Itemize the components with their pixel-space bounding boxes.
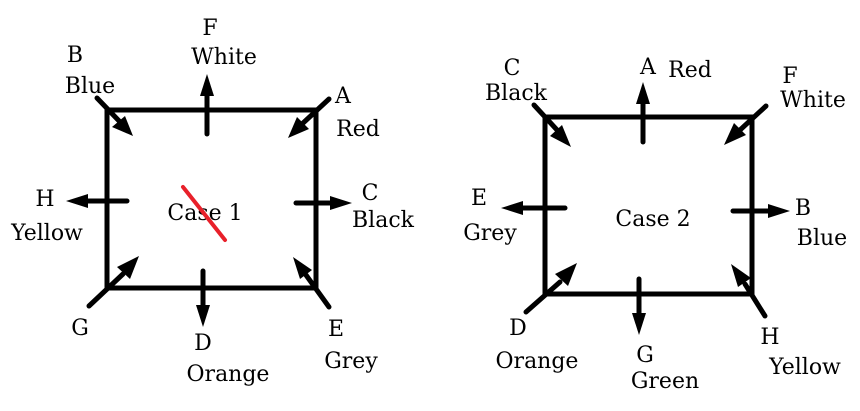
label-color-blue-case-1: Blue — [65, 74, 115, 99]
label-letter-e-case-2: E — [471, 186, 487, 211]
case-2-title: Case 2 — [615, 207, 690, 232]
label-color-grey-case-2: Grey — [463, 221, 517, 246]
case-1-strikethrough — [181, 185, 227, 242]
label-letter-g-case-2: G — [636, 343, 654, 368]
case-2: Case 2 C Black A Red F White E Grey — [463, 55, 847, 394]
arrow-c-case-2 — [531, 102, 571, 147]
label-color-yellow-case-1: Yellow — [10, 221, 83, 246]
label-color-white-case-2: White — [780, 88, 846, 113]
case-1: Case 1 B Blue F White A Red H Yellow — [10, 16, 415, 387]
label-letter-b-case-2: B — [795, 196, 811, 221]
arrow-a-case-1 — [288, 96, 332, 138]
arrow-g-case-1 — [86, 256, 139, 309]
arrow-h-case-1 — [66, 194, 130, 208]
arrow-e-case-2 — [501, 201, 568, 215]
label-letter-d-case-1: D — [194, 331, 212, 356]
arrow-f-case-1 — [200, 74, 214, 137]
label-letter-e-case-1: E — [328, 317, 344, 342]
label-color-green-case-2: Green — [631, 369, 699, 394]
label-letter-b-case-1: B — [67, 43, 83, 68]
label-letter-a-case-1: A — [334, 84, 352, 109]
label-color-white-case-1: White — [191, 45, 257, 70]
arrow-b-case-2 — [730, 204, 790, 218]
arrow-f-case-2 — [724, 103, 769, 145]
label-letter-h-case-2: H — [760, 325, 779, 350]
label-color-grey-case-1: Grey — [324, 349, 378, 374]
label-color-yellow-case-2: Yellow — [768, 355, 841, 380]
label-letter-h-case-1: H — [35, 187, 54, 212]
arrow-c-case-1 — [293, 196, 352, 210]
label-color-black-case-1: Black — [352, 208, 415, 233]
label-color-red-case-2: Red — [668, 58, 712, 83]
label-color-orange-case-2: Orange — [496, 349, 579, 374]
arrow-d-case-2 — [523, 263, 577, 315]
case-1-box — [104, 107, 319, 291]
label-color-black-case-2: Black — [485, 81, 548, 106]
label-letter-d-case-2: D — [509, 316, 527, 341]
label-letter-f-case-1: F — [202, 16, 217, 41]
case-2-box — [542, 114, 755, 297]
label-color-red-case-1: Red — [336, 117, 380, 142]
arrow-b-case-1 — [94, 95, 133, 136]
arrow-h-case-2 — [731, 264, 768, 319]
arrow-d-case-1 — [196, 268, 210, 327]
label-letter-c-case-1: C — [362, 181, 379, 206]
label-letter-g-case-1: G — [71, 316, 89, 341]
label-color-orange-case-1: Orange — [187, 362, 270, 387]
label-letter-c-case-2: C — [504, 56, 521, 81]
label-color-blue-case-2: Blue — [797, 226, 847, 251]
arrow-g-case-2 — [632, 276, 646, 335]
label-letter-f-case-2: F — [782, 64, 797, 89]
arrow-e-case-1 — [293, 257, 332, 310]
label-letter-a-case-2: A — [639, 55, 657, 80]
arrow-a-case-2 — [636, 82, 650, 145]
